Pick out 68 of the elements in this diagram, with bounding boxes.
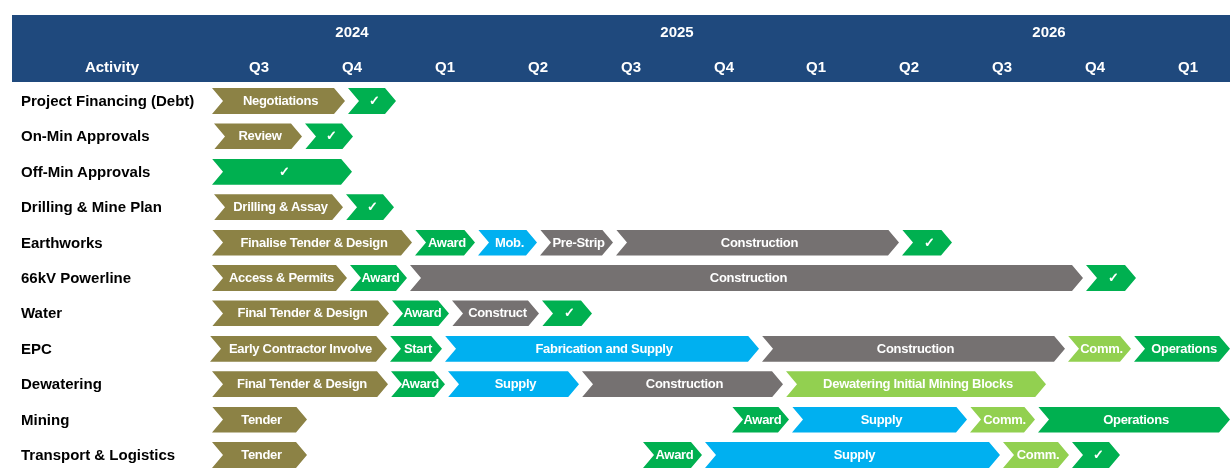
commissioning-bar: Dewatering Initial Mining Blocks xyxy=(786,371,1046,398)
milestone-bar: Award xyxy=(392,300,449,327)
activity-label: Mining xyxy=(21,410,70,429)
activity-label: Drilling & Mine Plan xyxy=(21,198,162,217)
milestone-bar: Award xyxy=(415,229,475,256)
quarter-label: Q3 xyxy=(992,58,1012,76)
quarter-label: Q3 xyxy=(249,58,269,76)
task-bar: Tender xyxy=(212,406,307,433)
milestone-bar: ✓ xyxy=(902,229,952,256)
activity-label: Water xyxy=(21,304,63,323)
milestone-bar: ✓ xyxy=(542,300,592,327)
quarter-label: Q4 xyxy=(342,58,362,76)
commissioning-bar: Comm. xyxy=(1068,335,1131,362)
quarter-label: Q2 xyxy=(528,58,548,76)
milestone-bar: Start xyxy=(390,335,442,362)
supply-bar: Supply xyxy=(705,442,1000,468)
quarter-label: Q4 xyxy=(1085,58,1105,76)
construction-bar: Construction xyxy=(582,371,783,398)
construction-bar: Construction xyxy=(410,265,1083,291)
task-bar: Early Contractor Involve xyxy=(210,335,387,362)
quarter-label: Q2 xyxy=(899,58,919,76)
milestone-bar: ✓ xyxy=(305,123,353,150)
milestone-bar: ✓ xyxy=(1086,265,1136,291)
construction-bar: Construct xyxy=(452,300,539,327)
commissioning-bar: Comm. xyxy=(970,406,1035,433)
column-header: Activity xyxy=(84,58,140,76)
year-label: 2026 xyxy=(1032,23,1066,41)
milestone-bar: ✓ xyxy=(1072,442,1120,468)
activity-label: Dewatering xyxy=(21,375,102,394)
year-label: 2025 xyxy=(660,23,694,41)
milestone-bar: Award xyxy=(643,442,702,468)
milestone-bar: ✓ xyxy=(348,88,396,114)
activity-label: Off-Min Approvals xyxy=(21,162,151,181)
activity-label: Transport & Logistics xyxy=(21,446,176,464)
construction-bar: Pre-Strip xyxy=(540,229,613,256)
activity-label: Project Financing (Debt) xyxy=(21,92,195,110)
activity-label: On-Min Approvals xyxy=(21,127,150,146)
year-label: 2024 xyxy=(335,23,369,41)
task-bar: Drilling & Assay xyxy=(214,194,343,221)
construction-bar: Construction xyxy=(762,335,1065,362)
quarter-label: Q1 xyxy=(435,58,455,76)
construction-bar: Construction xyxy=(616,229,899,256)
milestone-bar: Operations xyxy=(1134,335,1230,362)
activity-label: Earthworks xyxy=(21,233,103,252)
supply-bar: Supply xyxy=(448,371,579,398)
milestone-bar: ✓ xyxy=(212,158,352,185)
task-bar: Negotiations xyxy=(212,88,345,114)
activity-label: 66kV Powerline xyxy=(21,269,132,287)
quarter-label: Q1 xyxy=(1178,58,1198,76)
commissioning-bar: Comm. xyxy=(1003,442,1069,468)
quarter-label: Q3 xyxy=(621,58,641,76)
task-bar: Final Tender & Design xyxy=(212,371,388,398)
activity-label: EPC xyxy=(21,339,52,358)
task-bar: Finalise Tender & Design xyxy=(212,229,412,256)
task-bar: Access & Permits xyxy=(212,265,347,291)
quarter-label: Q4 xyxy=(714,58,734,76)
supply-bar: Mob. xyxy=(478,229,537,256)
milestone-bar: Award xyxy=(732,406,789,433)
supply-bar: Fabrication and Supply xyxy=(445,335,759,362)
supply-bar: Supply xyxy=(792,406,967,433)
milestone-bar: Award xyxy=(350,265,407,291)
milestone-bar: Award xyxy=(391,371,445,398)
milestone-bar: ✓ xyxy=(346,194,394,221)
task-bar: Tender xyxy=(212,442,307,468)
milestone-bar: Operations xyxy=(1038,406,1230,433)
quarter-label: Q1 xyxy=(806,58,826,76)
task-bar: Final Tender & Design xyxy=(212,300,389,327)
task-bar: Review xyxy=(214,123,302,150)
